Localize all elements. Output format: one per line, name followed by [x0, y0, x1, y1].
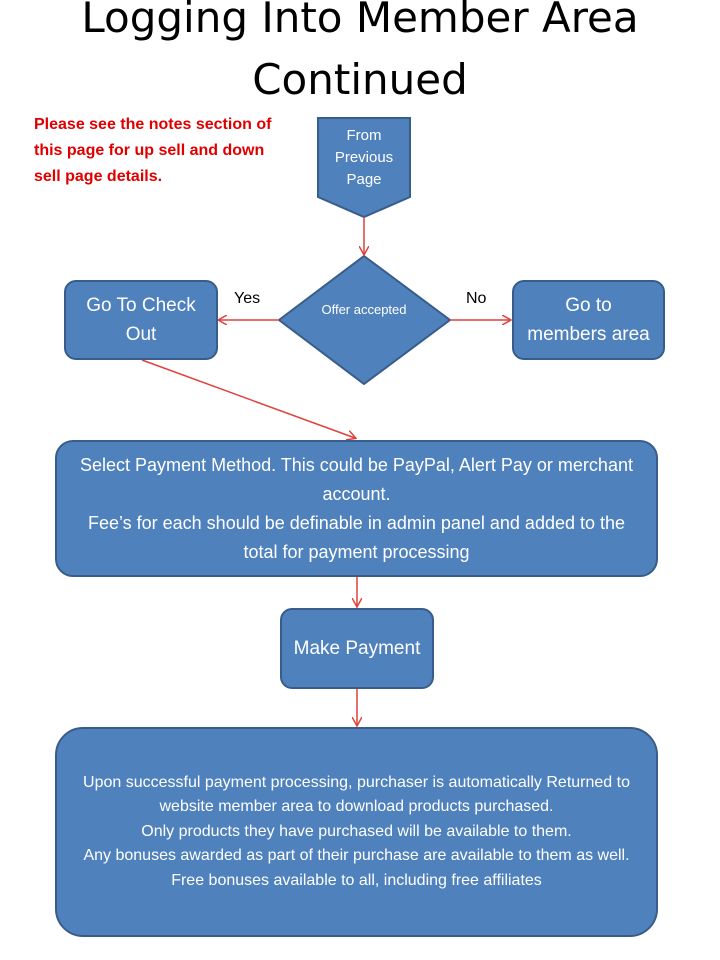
- go-to-members-area-label: Go to members area: [527, 295, 650, 345]
- make-payment-node: Make Payment: [280, 608, 434, 689]
- no-label: No: [466, 290, 487, 307]
- payment-method-line-1: Select Payment Method. This could be Pay…: [80, 454, 633, 504]
- title-line-2: Continued: [252, 55, 468, 104]
- success-line-3: Any bonuses awarded as part of their pur…: [83, 847, 630, 865]
- select-payment-method-node: Select Payment Method. This could be Pay…: [55, 440, 658, 577]
- success-line-1: Upon successful payment processing, purc…: [83, 773, 630, 816]
- go-to-members-area-node: Go to members area: [512, 280, 665, 360]
- yes-label: Yes: [234, 290, 261, 307]
- success-line-4: Free bonuses available to all, including…: [171, 871, 542, 889]
- from-previous-shape: [317, 117, 411, 219]
- decision-diamond: [277, 254, 452, 386]
- success-line-2: Only products they have purchased will b…: [141, 822, 572, 840]
- title-line-1: Logging Into Member Area: [81, 0, 639, 42]
- decision-label: Offer accepted: [321, 302, 407, 317]
- from-previous-page-label: From Previous Page: [334, 127, 394, 188]
- payment-success-node: Upon successful payment processing, purc…: [55, 727, 658, 937]
- go-to-checkout-label: Go To Check Out: [86, 295, 196, 345]
- payment-method-line-2: Fee’s for each should be definable in ad…: [87, 512, 626, 562]
- go-to-checkout-node: Go To Check Out: [64, 280, 218, 360]
- notes-reference: Please see the notes section of this pag…: [34, 116, 272, 185]
- make-payment-label: Make Payment: [293, 638, 421, 659]
- arrow-checkout-to-payment-method: [141, 359, 355, 438]
